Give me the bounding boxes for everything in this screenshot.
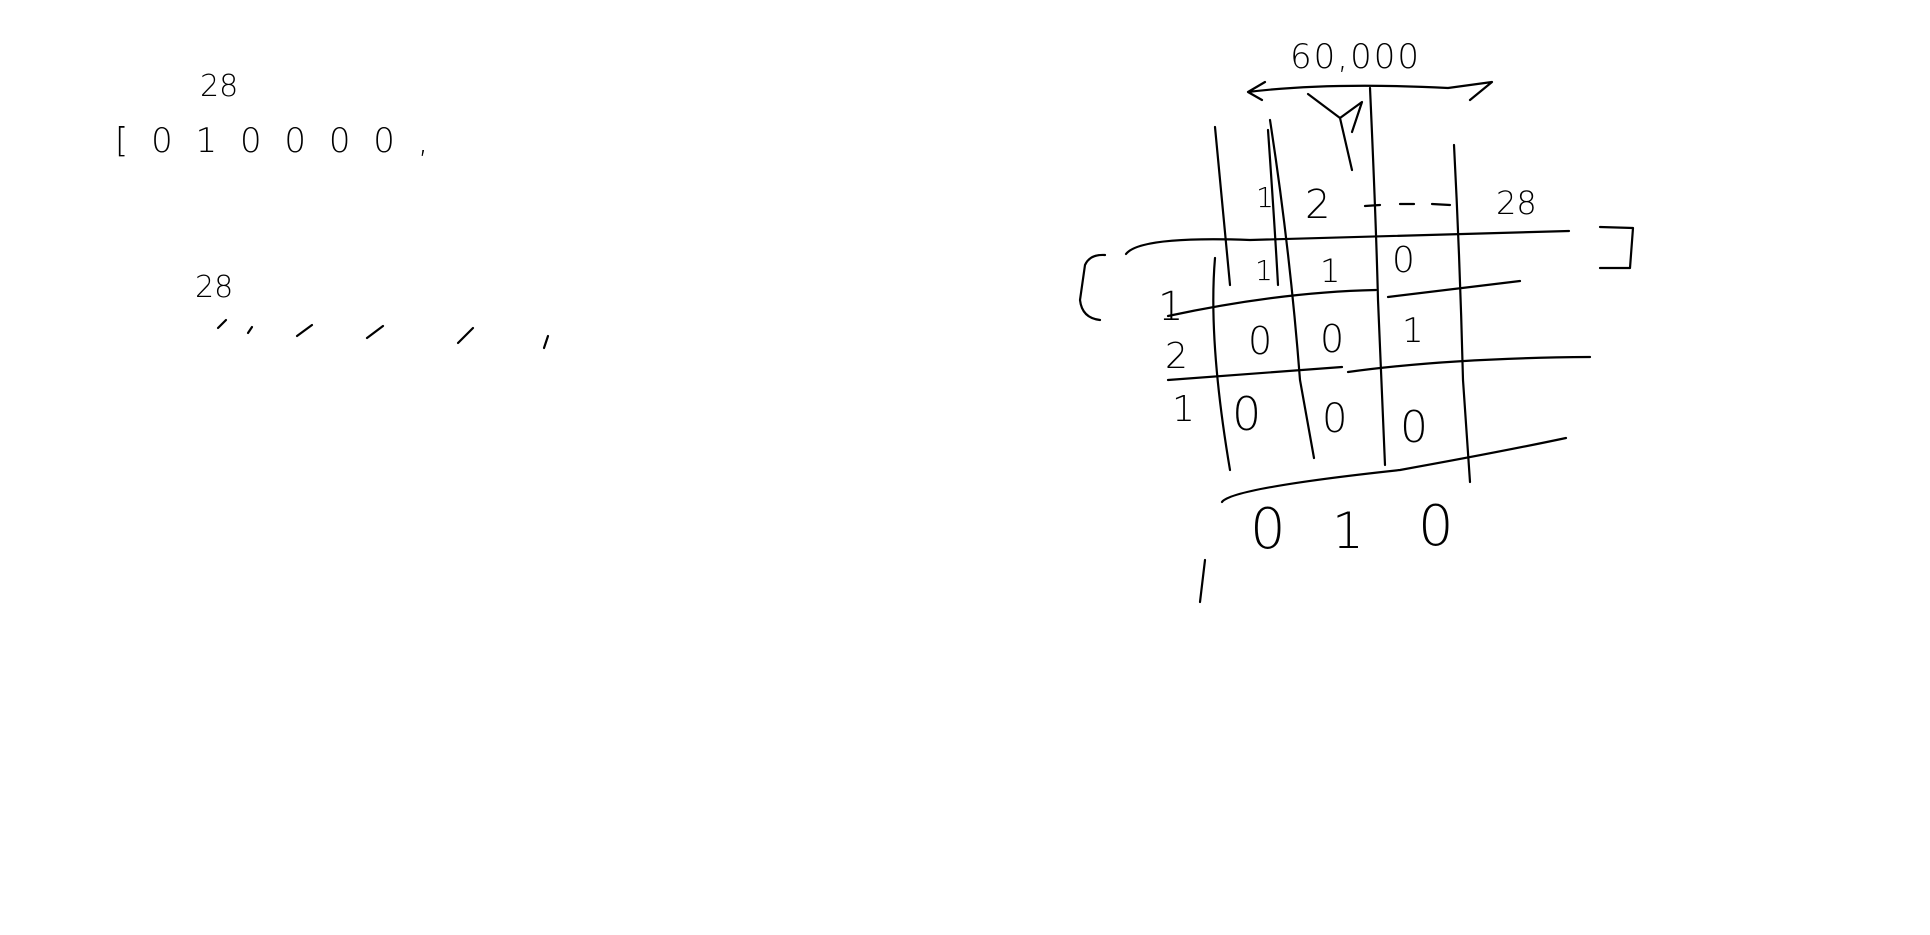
tick-mark	[456, 326, 475, 345]
left-bottom-label: 28	[195, 270, 233, 305]
grid-cell: 1	[1320, 252, 1340, 290]
col-header-28: 28	[1496, 184, 1537, 222]
grid-hline	[1166, 355, 1592, 382]
grid-cell: 0	[1322, 396, 1347, 442]
grid-brace-label: 60,000	[1290, 37, 1421, 77]
row-label-1: 1	[1158, 284, 1183, 330]
grid-vline	[1368, 86, 1387, 467]
grid-vline	[1212, 256, 1232, 472]
grid-cell: 0	[1392, 240, 1415, 281]
top-brace	[1246, 80, 1494, 172]
bottom-row-value: 0	[1250, 497, 1286, 562]
grid-cell: 0	[1320, 317, 1344, 361]
left-bracket	[1078, 253, 1107, 322]
tick-mark	[216, 318, 228, 330]
left-tick-marks	[216, 318, 550, 350]
grid-vline	[1266, 128, 1280, 287]
left-top-label: 28	[200, 69, 238, 104]
left-top-row: [ 0 1 0 0 0 0 ,	[115, 121, 435, 161]
grid-vline	[1213, 125, 1232, 287]
left-sketch: 28 [ 0 1 0 0 0 0 , 28	[115, 69, 550, 350]
col-header-2: 2	[1305, 182, 1330, 228]
grid-hline	[1124, 229, 1571, 256]
grid-hline	[1166, 279, 1522, 318]
grid-cell: 0	[1248, 319, 1272, 363]
tick-mark	[542, 334, 550, 350]
grid-cell: 1	[1402, 311, 1424, 351]
col-header-1: 1	[1256, 181, 1274, 214]
header-dots	[1363, 202, 1452, 208]
right-bracket	[1598, 225, 1635, 270]
tick-mark	[365, 324, 385, 340]
grid-hline	[1220, 436, 1568, 504]
grid-vline	[1452, 143, 1472, 484]
grid-vline	[1268, 118, 1316, 460]
grid-hline	[1198, 558, 1207, 604]
grid-cell: 1	[1255, 254, 1273, 287]
row-label-3: 1	[1172, 389, 1195, 430]
bottom-row-value: 0	[1418, 494, 1454, 559]
tick-mark	[295, 323, 314, 338]
grid-cell: 0	[1232, 387, 1261, 441]
tick-mark	[246, 325, 254, 335]
row-label-2: 2	[1165, 336, 1188, 377]
bottom-row-value: 1	[1332, 502, 1364, 560]
grid-cell: 0	[1400, 402, 1428, 453]
grid-sketch: 60,000 1 2 28 1 2 1 1 1 0 0 0 1	[1078, 37, 1635, 604]
